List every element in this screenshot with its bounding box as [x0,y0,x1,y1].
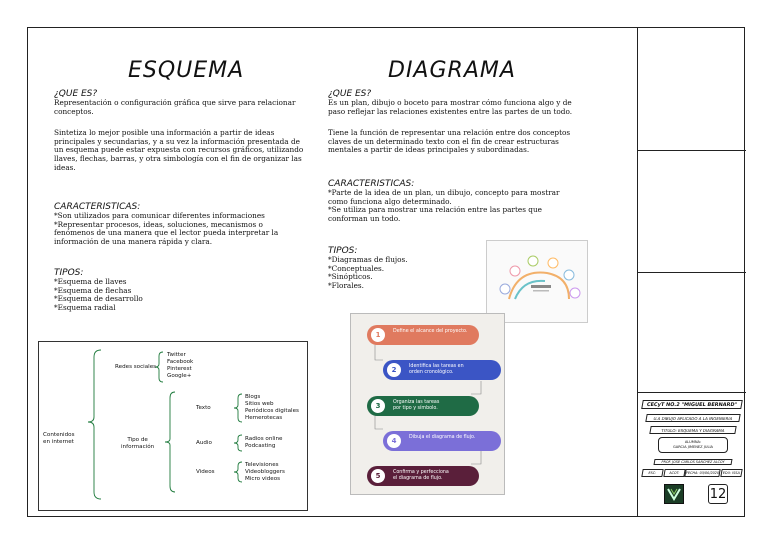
tree-root: Contenidos en internet [43,432,75,445]
diagrama-title: DIAGRAMA [388,58,516,83]
flow-step-2: 2 Identifica las tareas en orden cronoló… [383,360,501,380]
flow-connectors [374,345,482,465]
tree-redes-sociales: Redes sociales [115,364,157,370]
tree-texto-items: Blogs Sitios web Periódicos digitales He… [245,394,299,421]
sidebar-divider [638,392,746,393]
flow-step-1: 1 Define el alcance del proyecto. [367,325,479,345]
esquema-paragraph: Sintetiza lo mejor posible una informaci… [54,128,304,172]
tree-texto: Texto [196,405,211,411]
school-name: CECyT NO.2 "MIGUEL BERNARD" [641,400,743,409]
info-cells: ESC: ACOT: FECHA: 03/06/2020 EDU: ISSA [641,469,743,477]
esquema-caracteristicas-heading: CARACTERISTICAS: [54,202,141,212]
student-box: ALUMNA: GARCIA JIMENEZ JULIA [658,437,728,453]
sheet-number: 12 [708,484,728,504]
esquema-que-es-heading: ¿QUE ES? [54,89,98,99]
sidebar-divider [638,150,746,151]
tree-audio-items: Radios online Podcasting [245,436,283,449]
diagrama-tipos-list: *Diagramas de flujos. *Conceptuales. *Si… [328,255,408,291]
infographic-image [486,240,588,323]
sidebar-divider [638,272,746,273]
diagrama-paragraph: Tiene la función de representar una rela… [328,128,571,155]
esquema-caracteristicas-list: *Son utilizados para comunicar diferente… [54,211,279,247]
esquema-llaves-example: Contenidos en internet Redes sociales Tw… [38,341,308,511]
esquema-definition: Representación o configuración gráfica q… [54,98,296,116]
title-block-column: CECyT NO.2 "MIGUEL BERNARD" U.A DIBUJO A… [637,28,746,516]
tree-audio: Audio [196,440,212,446]
flow-diagram-image: 1 Define el alcance del proyecto. 2 Iden… [350,313,505,495]
diagrama-definition: Es un plan, dibujo o boceto para mostrar… [328,98,573,116]
tree-redes-items: Twitter Facebook Pinterest Google+ [167,352,194,379]
esquema-tipos-heading: TIPOS: [54,268,84,278]
diagrama-caracteristicas-list: *Parte de la idea de un plan, un dibujo,… [328,188,560,224]
flow-step-3: 3 Organiza las tareas por tipo y símbolo… [367,396,479,416]
flow-step-5: 5 Confirma y perfecciona el diagrama de … [367,466,479,486]
esquema-title: ESQUEMA [128,58,245,83]
teacher-name: PROF. JOSE CARLOS SANCHEZ ALCOY [653,459,733,465]
brace-lines [87,349,243,500]
diagrama-que-es-heading: ¿QUE ES? [328,89,372,99]
drawing-sheet: ESQUEMA ¿QUE ES? Representación o config… [27,27,746,517]
infographic-graphic [499,255,581,300]
drawing-title: TITULO: ESQUEMA Y DIAGRAMA [649,426,737,434]
esquema-tipos-list: *Esquema de llaves *Esquema de flechas *… [54,277,143,313]
school-logo-icon [664,484,684,504]
tree-tipo-informacion: Tipo de información [121,437,155,450]
tree-videos: Videos [196,469,215,475]
diagrama-tipos-heading: TIPOS: [328,246,358,256]
diagrama-caracteristicas-heading: CARACTERISTICAS: [328,179,415,189]
tree-videos-items: Televisiones Videobloggers Micro videos [245,462,285,482]
flow-step-4: 4 Dibuja el diagrama de flujo. [383,431,501,451]
course-name: U.A DIBUJO APLICADO A LA INGENIERIA [645,414,741,422]
